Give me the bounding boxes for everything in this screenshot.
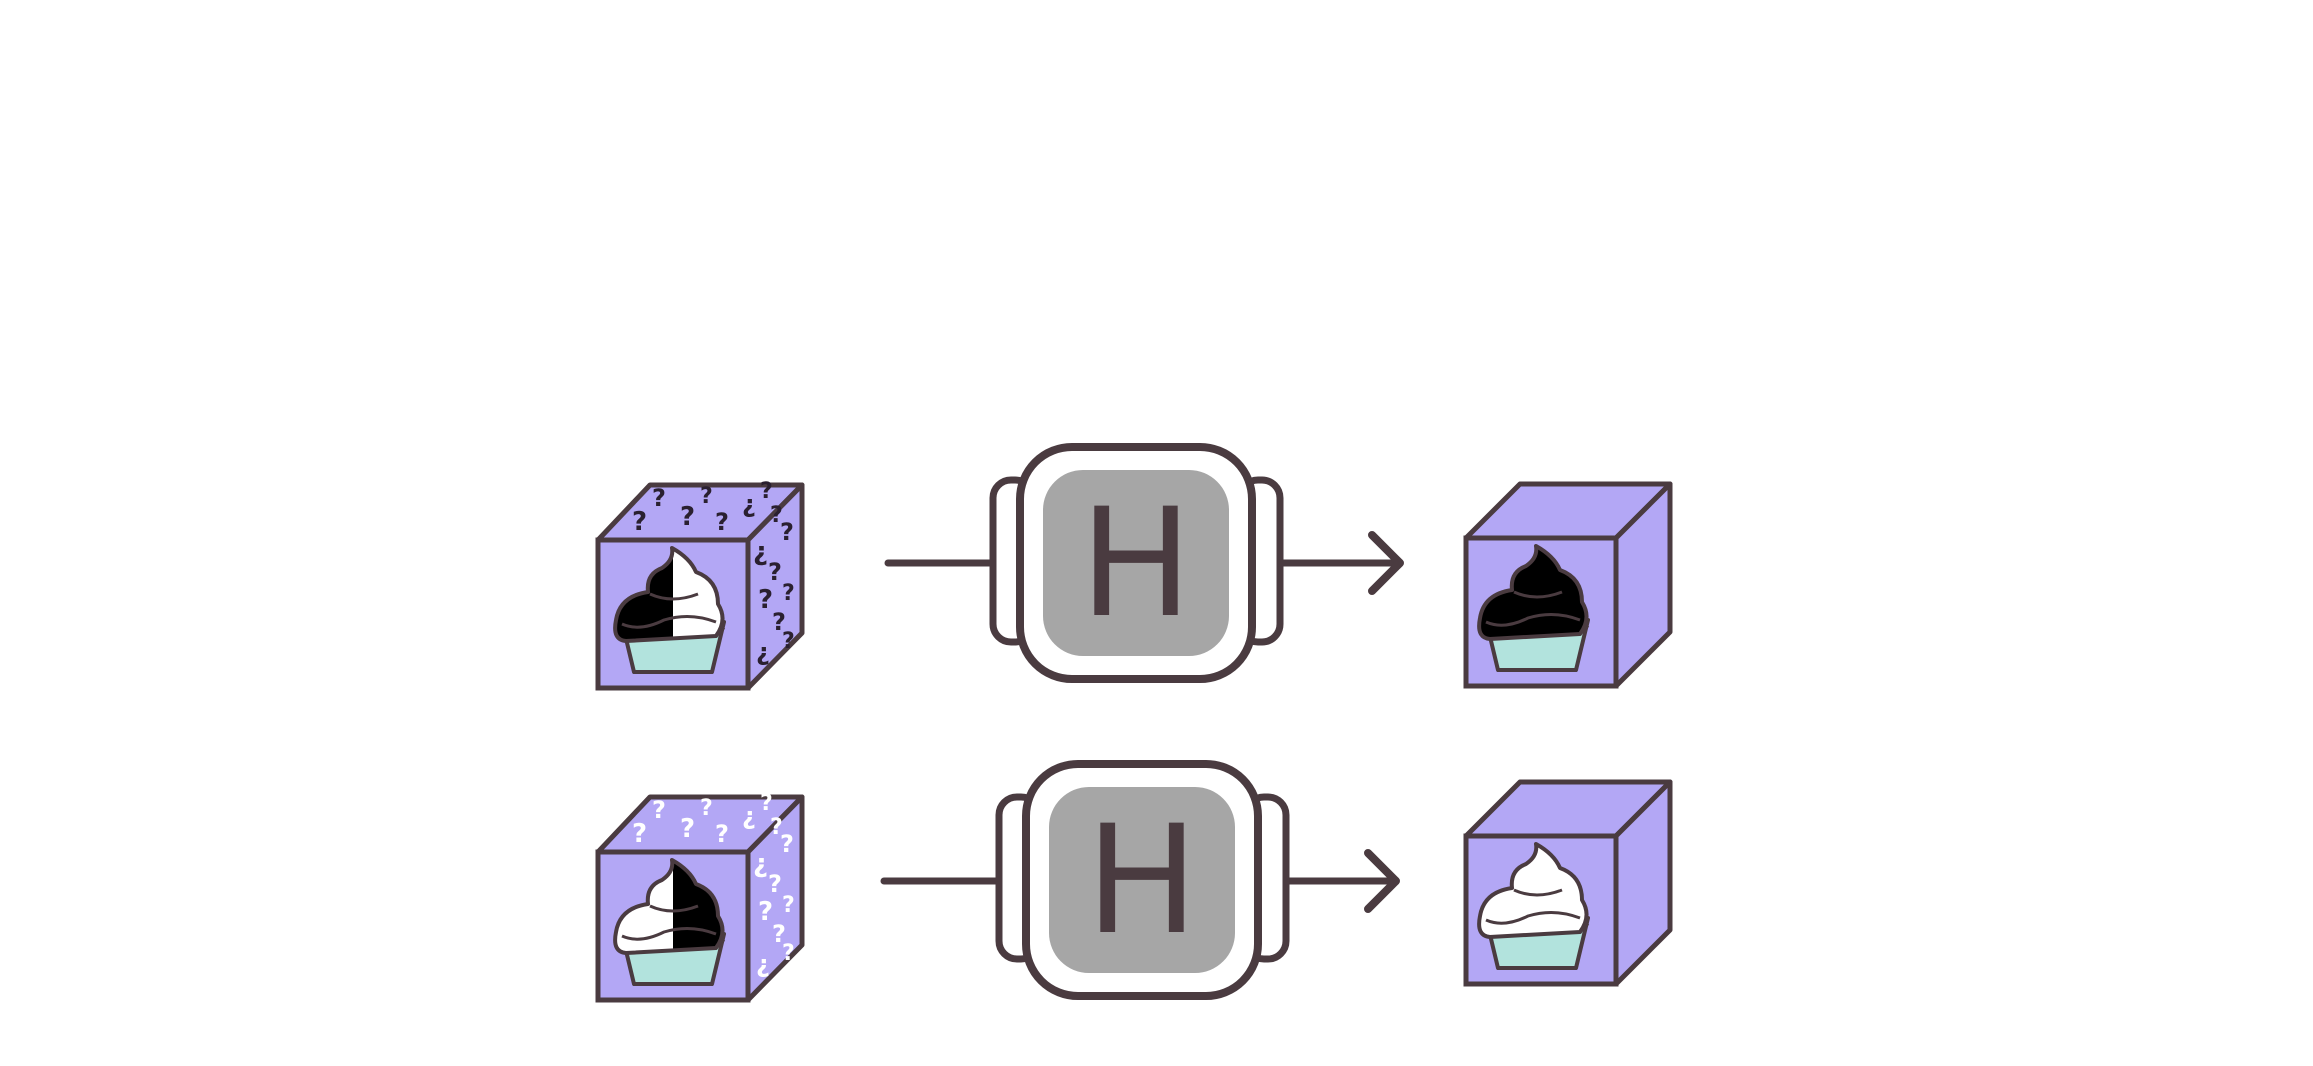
output-cube-1 (1463, 481, 1673, 689)
svg-text:?: ? (770, 503, 783, 528)
hadamard-gate-2: H (995, 760, 1290, 1000)
output-cube-2 (1463, 779, 1673, 987)
svg-text:¿: ¿ (756, 950, 770, 978)
cupcake-icon (1477, 842, 1590, 970)
svg-text:?: ? (782, 581, 795, 606)
svg-text:?: ? (680, 814, 695, 844)
svg-text:?: ? (780, 518, 794, 546)
question-marks-top: ? ? ? ? ? ¿ ? ? (632, 791, 783, 849)
gate-inner (1049, 787, 1235, 973)
svg-text:?: ? (768, 870, 782, 898)
svg-text:¿: ¿ (742, 802, 756, 830)
svg-text:?: ? (632, 819, 647, 849)
row-1: ? ? ? ? ? ¿ ? ? ¿ ? ? ? ? ? ¿ ? (595, 443, 1673, 691)
input-superposition-cube-2: ? ? ? ? ? ¿ ? ? ¿ ? ? ? ? ? ¿ ? (595, 791, 805, 1003)
svg-text:?: ? (715, 508, 729, 536)
question-marks-side: ¿ ? ? ? ? ? ¿ ? (753, 518, 795, 666)
svg-text:?: ? (760, 479, 773, 504)
svg-text:?: ? (632, 507, 647, 537)
svg-text:?: ? (768, 558, 782, 586)
svg-text:¿: ¿ (753, 849, 768, 879)
row-2: ? ? ? ? ? ¿ ? ? ¿ ? ? ? ? ? ¿ ? (595, 760, 1673, 1003)
svg-text:?: ? (772, 920, 786, 948)
gate-label: H (1080, 477, 1193, 651)
arrow-head-1 (1368, 531, 1404, 595)
svg-text:?: ? (772, 608, 786, 636)
input-superposition-cube-1: ? ? ? ? ? ¿ ? ? ¿ ? ? ? ? ? ¿ ? (595, 479, 805, 691)
svg-text:?: ? (760, 791, 773, 816)
hadamard-gate-1: H (989, 443, 1284, 683)
svg-text:?: ? (782, 941, 795, 966)
svg-text:?: ? (652, 484, 666, 512)
svg-text:¿: ¿ (753, 537, 768, 567)
svg-text:?: ? (780, 830, 794, 858)
arrow-head-2 (1364, 849, 1400, 913)
question-marks-side: ¿ ? ? ? ? ? ¿ ? (753, 830, 795, 978)
svg-text:?: ? (782, 629, 795, 654)
svg-text:¿: ¿ (756, 638, 770, 666)
question-marks-top: ? ? ? ? ? ¿ ? ? (632, 479, 783, 537)
gate-inner (1043, 470, 1229, 656)
svg-text:?: ? (680, 502, 695, 532)
svg-text:¿: ¿ (742, 490, 756, 518)
cupcake-icon (1477, 544, 1590, 672)
svg-text:?: ? (700, 484, 713, 509)
svg-text:?: ? (700, 796, 713, 821)
svg-text:?: ? (758, 585, 773, 615)
svg-text:?: ? (652, 796, 666, 824)
svg-text:?: ? (758, 897, 773, 927)
gate-label: H (1086, 794, 1199, 968)
svg-text:?: ? (715, 820, 729, 848)
svg-text:?: ? (770, 815, 783, 840)
svg-text:?: ? (782, 893, 795, 918)
